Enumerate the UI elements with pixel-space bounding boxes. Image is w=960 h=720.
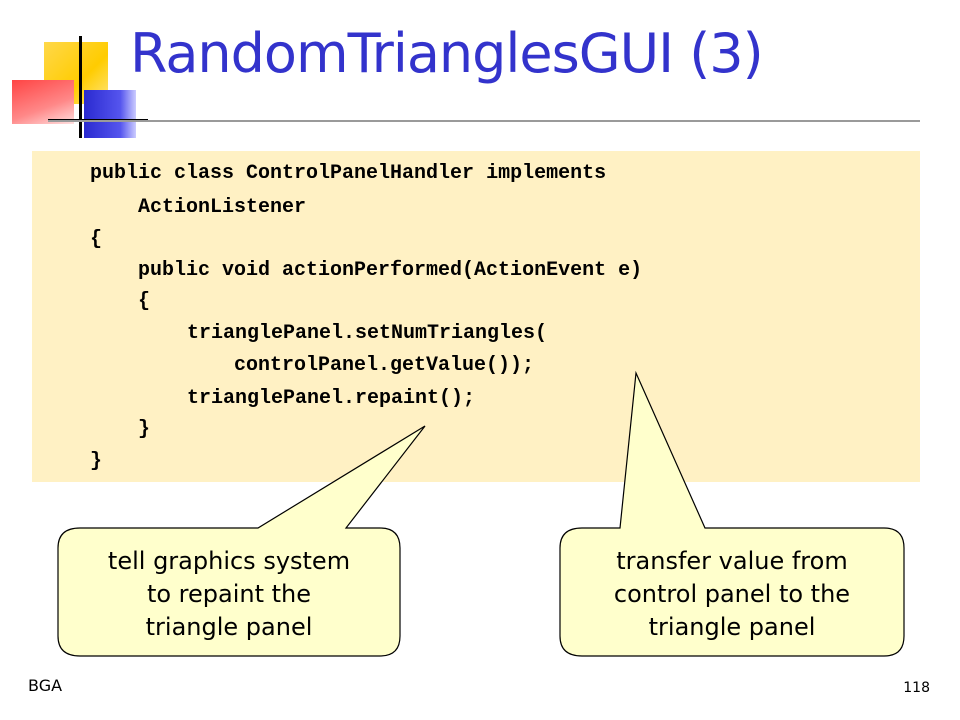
code-line: {: [90, 228, 103, 251]
callout-left-line: triangle panel: [145, 613, 313, 641]
callout-right-line: transfer value from: [616, 547, 848, 575]
code-line: }: [90, 450, 103, 473]
code-line: {: [138, 290, 151, 313]
code-line: public void actionPerformed(ActionEvent …: [138, 259, 643, 282]
deco-vertical-line: [79, 36, 82, 138]
code-block: [32, 151, 920, 482]
code-line: }: [138, 418, 151, 441]
callout-left-line: to repaint the: [146, 580, 312, 608]
footer-author: BGA: [28, 676, 63, 695]
callout-left: tell graphics system to repaint the tria…: [58, 545, 400, 644]
deco-blue-square: [84, 90, 136, 138]
callout-right-shape: [559, 370, 905, 657]
slide-title: RandomTrianglesGUI (3): [130, 22, 764, 85]
deco-red-square: [12, 80, 74, 124]
page-number: 118: [903, 680, 930, 696]
code-line: trianglePanel.repaint();: [187, 387, 476, 410]
callout-left-shape: [57, 425, 426, 657]
code-line: controlPanel.getValue());: [234, 354, 535, 377]
code-line: public class ControlPanelHandler impleme…: [90, 162, 607, 185]
callout-right-line: control panel to the: [613, 580, 851, 608]
title-divider: [48, 120, 920, 122]
callout-left-line: tell graphics system: [107, 547, 351, 575]
code-line: ActionListener: [138, 196, 307, 219]
code-line: trianglePanel.setNumTriangles(: [187, 322, 548, 345]
callout-right-line: triangle panel: [648, 613, 816, 641]
callout-right: transfer value from control panel to the…: [560, 545, 904, 644]
